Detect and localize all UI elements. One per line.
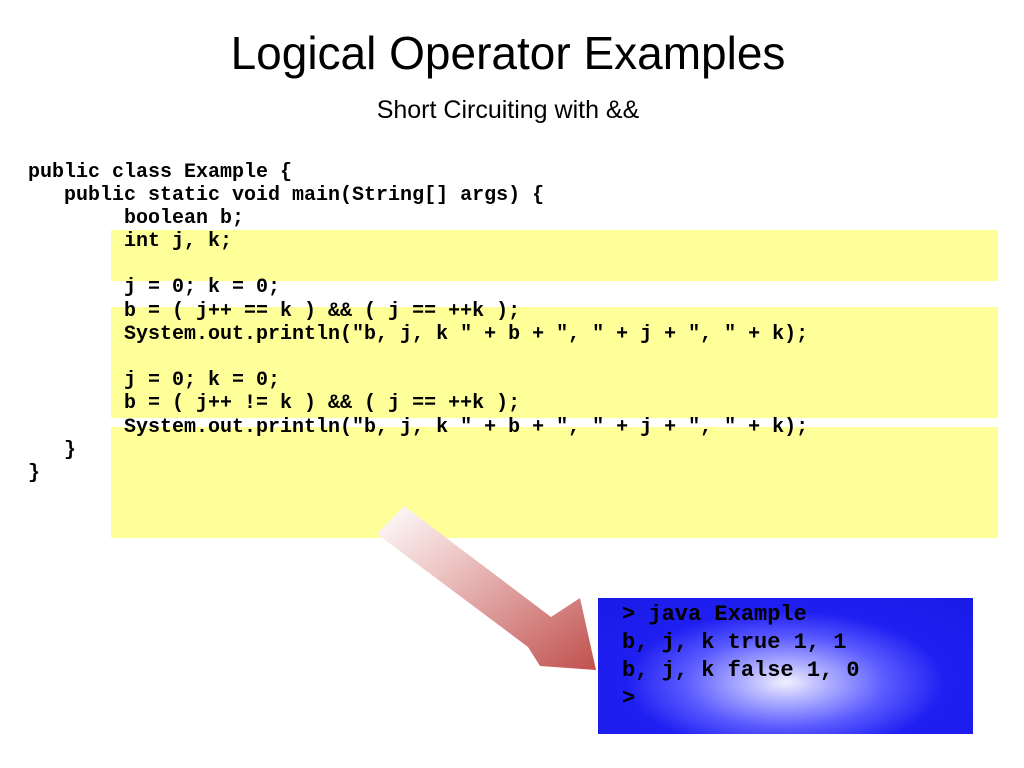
- code-line: }: [28, 439, 77, 462]
- console-line: b, j, k false 1, 0: [622, 658, 860, 683]
- code-highlight-band: [111, 427, 998, 538]
- code-highlight-band: [111, 307, 998, 418]
- code-line: }: [28, 462, 41, 485]
- console-line: >: [622, 686, 636, 711]
- code-line: public static void main(String[] args) {: [28, 184, 545, 207]
- console-line: b, j, k true 1, 1: [622, 630, 847, 655]
- slide-title: Logical Operator Examples: [230, 27, 786, 79]
- code-line: boolean b;: [28, 207, 245, 230]
- arrow-icon: [377, 506, 596, 670]
- slide-subtitle: Short Circuiting with &&: [376, 96, 640, 124]
- code-line: public class Example {: [28, 161, 293, 184]
- console-line: > java Example: [622, 602, 807, 627]
- console-output-box: > java Example b, j, k true 1, 1 b, j, k…: [598, 598, 973, 734]
- code-highlight-band: [111, 230, 998, 281]
